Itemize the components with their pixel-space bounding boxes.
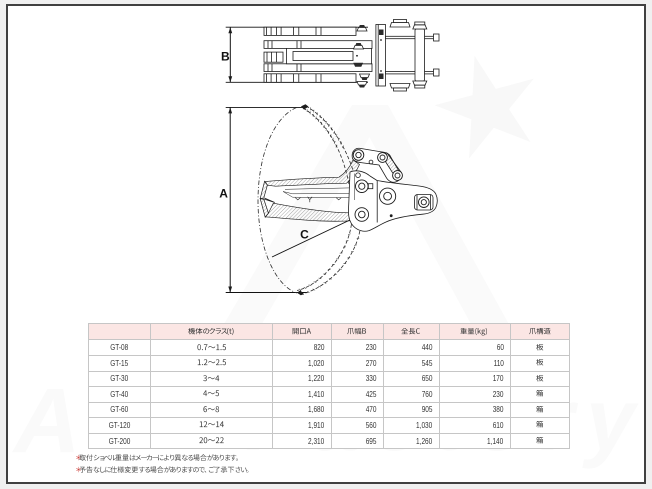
svg-text:C: C — [300, 228, 309, 242]
svg-text:A: A — [12, 370, 80, 472]
svg-text:B: B — [221, 50, 230, 64]
svg-text:A: A — [219, 187, 228, 201]
